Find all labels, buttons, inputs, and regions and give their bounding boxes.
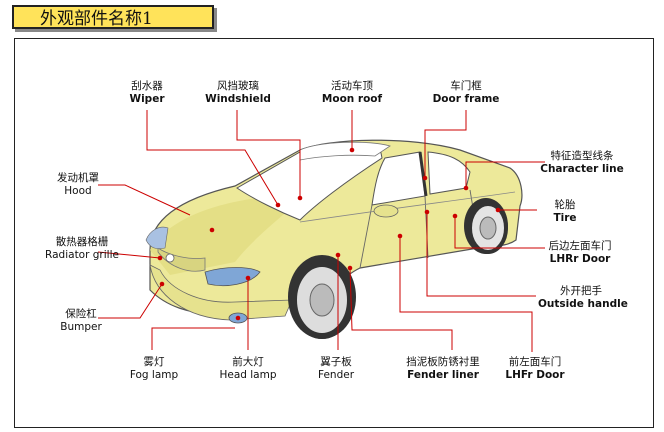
moon-roof-glass bbox=[299, 141, 391, 161]
label-bumper: 保险杠 Bumper bbox=[60, 308, 102, 333]
label-lhfr-door: 前左面车门 LHFr Door bbox=[505, 356, 565, 381]
rear-side-window bbox=[427, 151, 471, 195]
leader-lhfr-door bbox=[399, 236, 533, 352]
left-head-lamp-shape bbox=[145, 226, 169, 250]
emblem bbox=[165, 253, 175, 263]
head-lamp-shape bbox=[204, 267, 261, 287]
leader-bumper bbox=[98, 283, 163, 319]
leader-lines bbox=[97, 110, 545, 352]
label-tire: 轮胎 Tire bbox=[553, 199, 577, 224]
leader-character-line bbox=[465, 161, 545, 188]
leader-radiator-grille bbox=[97, 251, 161, 259]
rear-hub bbox=[479, 216, 497, 240]
front-side-window bbox=[371, 151, 426, 206]
label-outside-handle: 外开把手 Outside handle bbox=[538, 285, 628, 310]
page-title: 外观部件名称1 bbox=[12, 5, 214, 29]
label-door-frame: 车门框 Door frame bbox=[432, 80, 500, 105]
hood-shading bbox=[150, 195, 300, 275]
leader-outside-handle bbox=[426, 212, 536, 297]
label-hood: 发动机罩 Hood bbox=[57, 172, 99, 197]
label-fender: 翼子板 Fender bbox=[317, 356, 355, 381]
leader-wiper bbox=[146, 110, 279, 206]
character-line bbox=[299, 191, 516, 223]
leader-lhrr-door bbox=[454, 216, 545, 249]
label-windshield: 风挡玻璃 Windshield bbox=[205, 80, 271, 105]
front-hub bbox=[309, 283, 335, 317]
label-head-lamp: 前大灯 Head lamp bbox=[219, 356, 277, 381]
leader-windshield bbox=[236, 110, 301, 198]
front-bumper bbox=[149, 264, 293, 321]
label-fog-lamp: 雾灯 Fog lamp bbox=[129, 356, 179, 381]
side-mirror bbox=[373, 204, 399, 218]
door-frame-pillar bbox=[418, 151, 428, 197]
label-radiator-grille: 散热器格栅 Radiator grille bbox=[45, 236, 119, 261]
label-wiper: 刮水器 Wiper bbox=[129, 80, 165, 105]
diagram-frame bbox=[14, 38, 654, 428]
label-character-line: 特征造型线条 Character line bbox=[540, 150, 624, 175]
leader-door-frame bbox=[424, 110, 467, 178]
label-fender-liner: 挡泥板防锈衬里 Fender liner bbox=[406, 356, 480, 381]
leader-fender-liner bbox=[349, 267, 453, 350]
leader-fog-lamp bbox=[151, 327, 235, 350]
door-line-front bbox=[359, 204, 373, 269]
label-lhrr-door: 后边左面车门 LHRr Door bbox=[548, 240, 612, 265]
leader-dots bbox=[157, 147, 501, 321]
label-moon-roof: 活动车顶 Moon roof bbox=[321, 80, 383, 105]
leader-hood bbox=[98, 184, 191, 216]
